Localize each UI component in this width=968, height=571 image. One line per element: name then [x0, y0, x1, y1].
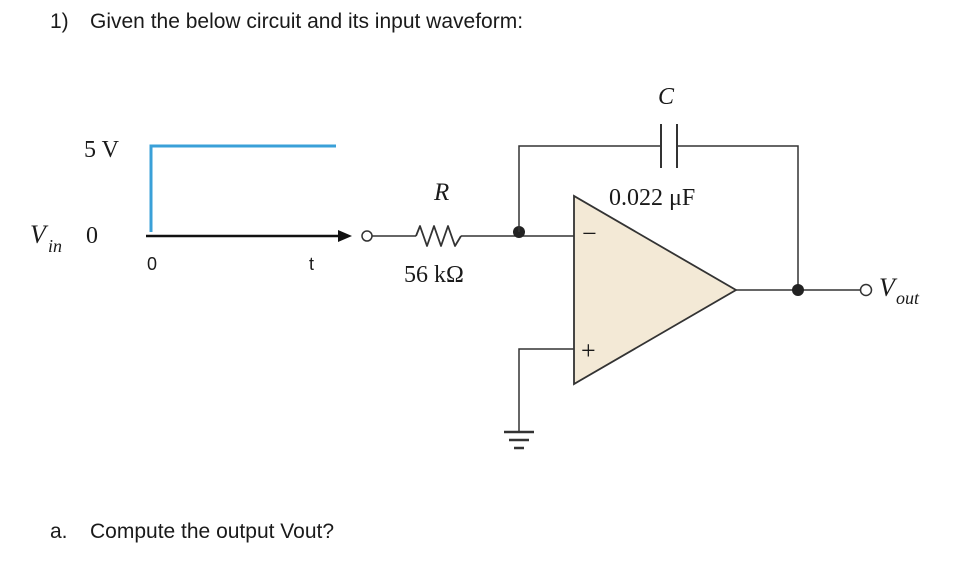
vout-subscript: out: [896, 288, 920, 308]
vout-label: V: [879, 273, 898, 302]
output-terminal: [859, 283, 873, 297]
time-origin-label: 0: [147, 254, 157, 274]
vin-subscript: in: [48, 236, 62, 256]
output-node: [792, 284, 804, 296]
input-pulse: [149, 144, 336, 232]
op-amp-body: [573, 194, 738, 386]
resistor: [415, 225, 462, 247]
question-text: Given the below circuit and its input wa…: [90, 10, 524, 33]
capacitor-value: 0.022 μF: [609, 185, 695, 211]
output-branch: V out: [736, 273, 920, 308]
time-axis-label: t: [309, 254, 314, 274]
time-axis-arrow: [338, 230, 352, 242]
noninverting-sign: +: [581, 336, 596, 365]
input-waveform: 5 V 0 V in 0 t: [30, 137, 352, 274]
feedback-branch: C 0.022 μF: [518, 84, 799, 290]
ground-branch: [504, 348, 574, 450]
resistor-name: R: [433, 179, 449, 206]
low-level-label: 0: [86, 223, 98, 249]
vin-label: V: [30, 220, 49, 249]
input-terminal: [361, 230, 373, 242]
op-amp: − +: [573, 194, 738, 386]
resistor-value: 56 kΩ: [404, 262, 464, 288]
high-level-label: 5 V: [84, 137, 120, 163]
capacitor-name: C: [658, 84, 675, 110]
inverting-sign: −: [582, 219, 597, 248]
subquestion-letter: a.: [50, 520, 68, 543]
question-number: 1): [50, 10, 69, 33]
subquestion-text: Compute the output Vout?: [90, 520, 335, 543]
input-branch: R 56 kΩ: [361, 179, 574, 288]
